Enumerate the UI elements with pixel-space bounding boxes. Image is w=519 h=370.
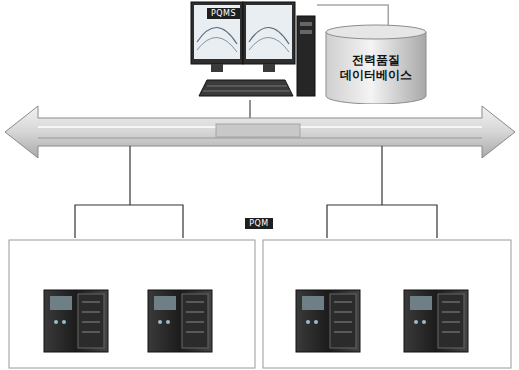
hub-box xyxy=(216,124,300,137)
link-line xyxy=(249,100,250,118)
device-group xyxy=(263,240,511,368)
database-cylinder: 전력품질 데이터베이스 xyxy=(325,24,427,104)
device-group xyxy=(9,240,255,368)
server-computer: PQMS xyxy=(185,0,317,100)
pqm-devices xyxy=(44,290,468,352)
band-shade xyxy=(38,138,482,139)
group-tag: PQM xyxy=(245,218,273,229)
computer-icon xyxy=(185,0,317,100)
data-link xyxy=(317,5,388,26)
network-band xyxy=(5,106,515,158)
drop-lines xyxy=(75,146,437,238)
database-label: 전력품질 데이터베이스 xyxy=(325,53,427,83)
system-tag: PQMS xyxy=(207,8,240,19)
